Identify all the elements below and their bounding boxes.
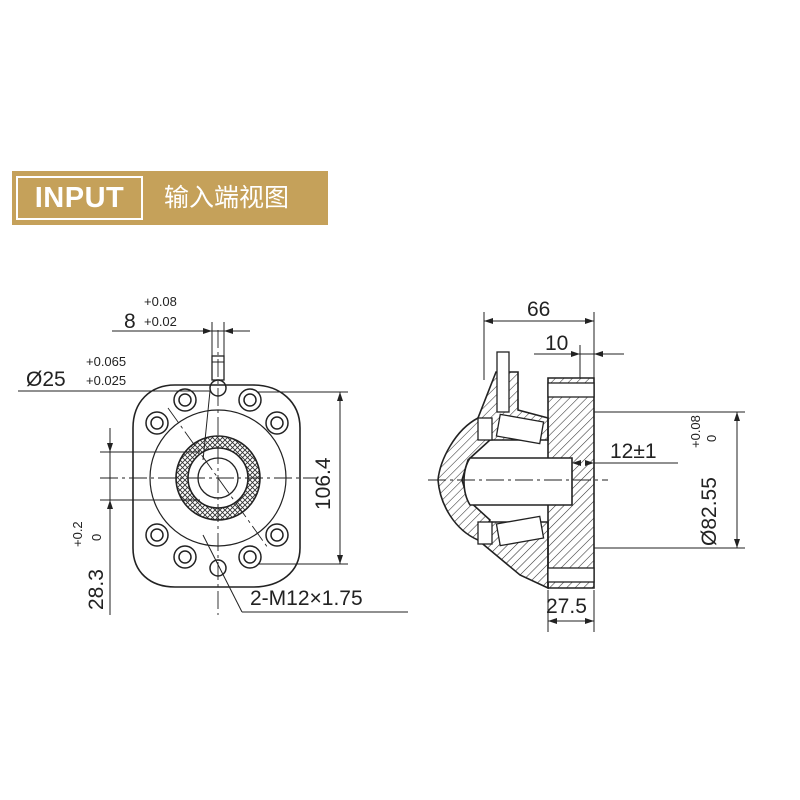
housing-section-dome bbox=[437, 416, 492, 542]
pilot-diameter-tol-lower: 0 bbox=[704, 435, 719, 442]
key-width-tol-lower: +0.02 bbox=[144, 314, 177, 329]
bolt-hole-inner bbox=[243, 393, 257, 407]
seal-top bbox=[477, 417, 493, 441]
side-dims bbox=[483, 312, 745, 632]
flange-width-value: 27.5 bbox=[546, 595, 587, 618]
dim-thread bbox=[202, 534, 408, 613]
thread-callout: 2-M12×1.75 bbox=[250, 587, 363, 610]
dim-bore bbox=[18, 390, 211, 461]
bolt-hole-inner bbox=[243, 550, 257, 564]
bolt-hole-inner bbox=[270, 528, 284, 542]
bolt-hole-inner bbox=[150, 416, 164, 430]
dim-key-offset bbox=[100, 428, 200, 615]
input-label-box: INPUT bbox=[16, 176, 143, 220]
flange-bolt-slot-bottom bbox=[547, 567, 595, 583]
overall-length-value: 66 bbox=[527, 298, 550, 321]
step-length-value: 10 bbox=[545, 332, 568, 355]
bore-diameter-tol-lower: +0.025 bbox=[86, 373, 126, 388]
input-view-subtitle: 输入端视图 bbox=[164, 183, 290, 212]
section-banner: INPUT 输入端视图 bbox=[12, 171, 328, 225]
height-value: 106.4 bbox=[312, 457, 335, 510]
side-view bbox=[437, 351, 595, 590]
pilot-diameter-tol-upper: +0.08 bbox=[688, 415, 703, 448]
dim-key-width bbox=[112, 322, 250, 360]
bolt-hole bbox=[173, 545, 197, 569]
bolt-hole bbox=[265, 411, 289, 435]
bolt-hole-inner bbox=[178, 550, 192, 564]
key-offset-value: 28.3 bbox=[85, 569, 108, 610]
bolt-hole bbox=[265, 523, 289, 547]
front-view bbox=[18, 322, 408, 615]
bore-diameter-tol-upper: +0.065 bbox=[86, 354, 126, 369]
dim-height bbox=[258, 391, 348, 565]
bolt-hole bbox=[145, 523, 169, 547]
key-width-value: 8 bbox=[124, 310, 136, 333]
bore-cavity bbox=[463, 457, 573, 506]
bearing-bottom bbox=[495, 515, 545, 547]
center-lines bbox=[100, 330, 318, 615]
pilot-diameter-value: Ø82.55 bbox=[698, 477, 721, 546]
side-key bbox=[496, 351, 510, 413]
shaft-depth-value: 12±1 bbox=[610, 440, 657, 463]
key-slot bbox=[211, 355, 225, 381]
bearing-top bbox=[495, 413, 545, 445]
bolt-hole bbox=[173, 388, 197, 412]
seal-bottom bbox=[477, 521, 493, 545]
key-offset-tol-lower: 0 bbox=[89, 534, 104, 541]
bolt-hole bbox=[238, 545, 262, 569]
flange-outline bbox=[132, 384, 301, 588]
bolt-hole-inner bbox=[178, 393, 192, 407]
input-label: INPUT bbox=[34, 181, 125, 214]
key-offset-tol-upper: +0.2 bbox=[70, 521, 85, 547]
bolt-hole bbox=[238, 388, 262, 412]
bolt-hole-inner bbox=[270, 416, 284, 430]
flange-bolt-slot-top bbox=[547, 382, 595, 398]
bolt-hole-inner bbox=[150, 528, 164, 542]
bore-diameter-value: Ø25 bbox=[26, 368, 66, 391]
key-width-tol-upper: +0.08 bbox=[144, 294, 177, 309]
bolt-hole bbox=[145, 411, 169, 435]
